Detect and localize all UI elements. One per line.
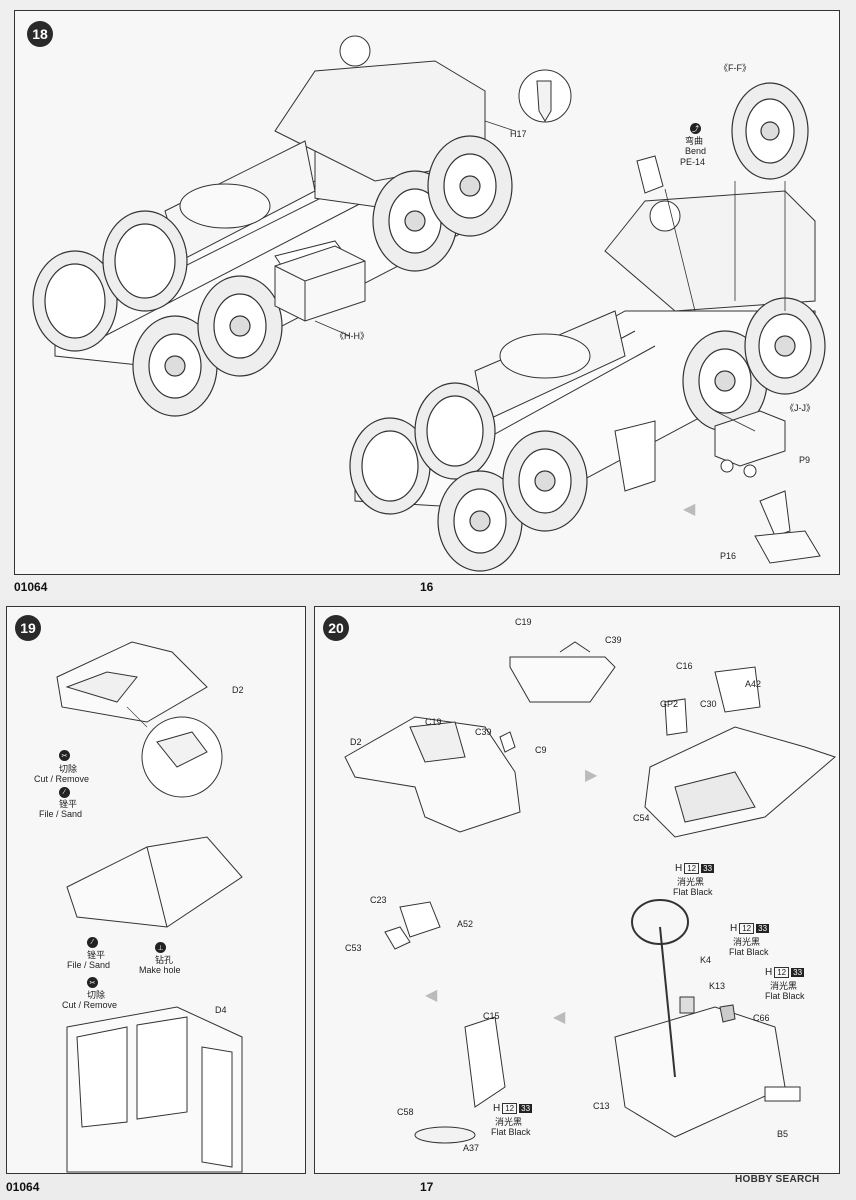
callout-d2-19: D2 (232, 685, 244, 695)
callout-gp2: GP2 (660, 699, 679, 709)
file-en-label: File / Sand (39, 809, 83, 819)
pe14-part (636, 155, 664, 194)
direction-arrow-icon: ◀ (683, 501, 696, 518)
page-number-17: 17 (420, 1180, 434, 1194)
callout-a42: A42 (745, 679, 762, 689)
hole-cn-label: 钻孔 (155, 955, 174, 965)
arrow-right-icon: ▶ (585, 767, 598, 784)
callout-k4: K4 (700, 955, 712, 965)
callout-c23: C23 (370, 895, 387, 905)
callout-p16: P16 (720, 551, 737, 561)
instruction-page-17: 19 D2 ✂ 切除 Cut / Remove ⁄ 锉平 File / Sand… (0, 600, 856, 1200)
step-18-illustration (32, 35, 826, 572)
leader-lines (664, 181, 786, 432)
callout-c54: C54 (633, 813, 650, 823)
callout-c19-top: C19 (515, 617, 532, 627)
watermark-text: HOBBY SEARCH (735, 1174, 820, 1185)
step-19-frame: 19 D2 ✂ 切除 Cut / Remove ⁄ 锉平 File / Sand… (6, 606, 306, 1174)
floor-d2-assembly (344, 716, 521, 833)
paint-2-cn: 消光黑 (733, 937, 761, 947)
cut-icon-2: ✂ (87, 977, 98, 988)
callout-d2-20: D2 (350, 737, 362, 747)
cut2-en-label: Cut / Remove (62, 1000, 118, 1010)
callout-c30: C30 (700, 699, 717, 709)
file-cn-label: 锉平 (59, 799, 78, 809)
callout-c39-mid: C39 (475, 727, 492, 737)
left-wheels (32, 135, 513, 417)
bend-icon: ⤴ (690, 123, 701, 134)
file2-cn-label: 锉平 (87, 950, 106, 960)
step-20-badge: 20 (323, 615, 349, 641)
paint-1-en: Flat Black (673, 887, 713, 897)
paint-4-cn: 消光黑 (495, 1117, 523, 1127)
callout-c58: C58 (397, 1107, 414, 1117)
callout-a52: A52 (457, 919, 474, 929)
hole-en-label: Make hole (139, 965, 181, 975)
kit-code: 01064 (14, 580, 48, 594)
hh-box-drawing (274, 245, 366, 322)
paint-4-en: Flat Black (491, 1127, 531, 1137)
step-number-badge: 18 (27, 21, 53, 47)
arrow-left-icon: ◀ (425, 987, 438, 1004)
cut-icon: ✂ (59, 750, 70, 761)
cut-en-label: Cut / Remove (34, 774, 90, 784)
page-number: 16 (420, 580, 434, 594)
callout-c15: C15 (483, 1011, 500, 1021)
callout-c39-top: C39 (605, 635, 622, 645)
right-wheels (349, 82, 826, 572)
kit-code-17: 01064 (6, 1180, 40, 1194)
cut2-cn-label: 切除 (87, 990, 106, 1000)
callout-b5: B5 (777, 1129, 789, 1139)
h17-inset (518, 69, 572, 123)
callout-bend-en: Bend (685, 146, 707, 156)
step-19-illustration (56, 641, 243, 1173)
arrow-left-icon-2: ◀ (553, 1009, 566, 1026)
callout-c16: C16 (676, 661, 693, 671)
parts-c23-a52 (384, 901, 441, 950)
callout-hh: 《H-H》 (335, 331, 369, 341)
callout-a37: A37 (463, 1143, 480, 1153)
cab-shell-d4 (66, 1006, 243, 1173)
floor-with-steering (614, 899, 801, 1138)
parts-c15-c58-a37 (414, 1016, 506, 1144)
file2-en-label: File / Sand (67, 960, 111, 970)
cab-floor-top (56, 641, 208, 723)
panel-c19-c39-top (509, 641, 616, 703)
paint-2-en: Flat Black (729, 947, 769, 957)
step-20-illustration (344, 641, 836, 1144)
callout-c19-mid: C19 (425, 717, 442, 727)
detail-inset-19 (141, 716, 223, 798)
callout-c53: C53 (345, 943, 362, 953)
instruction-page-16: 18 《F-F》 ⤴ 弯曲 Bend PE-14 H17 《H-H》 《J-J》… (14, 10, 840, 594)
file-icon-2: ⁄ (87, 937, 98, 948)
jj-box-drawing (714, 410, 786, 478)
p9-p16-parts (754, 490, 821, 564)
callout-c66: C66 (753, 1013, 770, 1023)
callout-c13: C13 (593, 1101, 610, 1111)
callout-d4: D4 (215, 1005, 227, 1015)
cab-floor-mid (66, 836, 243, 928)
paint-3-en: Flat Black (765, 991, 805, 1001)
callout-bend-cn: 弯曲 (685, 136, 704, 146)
callout-k13: K13 (709, 981, 726, 991)
callout-jj: 《J-J》 (785, 403, 815, 413)
cut-cn-label: 切除 (59, 764, 78, 774)
callout-ff: 《F-F》 (719, 63, 751, 73)
step-18-frame: 18 《F-F》 ⤴ 弯曲 Bend PE-14 H17 《H-H》 《J-J》… (14, 10, 840, 575)
step-19-badge: 19 (15, 615, 41, 641)
paint-1-cn: 消光黑 (677, 877, 705, 887)
paint-3-cn: 消光黑 (770, 981, 798, 991)
floor-assembly-right (644, 666, 836, 838)
callout-c9: C9 (535, 745, 547, 755)
drill-icon: ⊥ (155, 942, 166, 953)
file-icon: ⁄ (59, 787, 70, 798)
callout-p9: P9 (799, 455, 811, 465)
step-20-frame: 20 C19 C39 D2 C19 C39 C9 C16 A42 GP2 C30… (314, 606, 840, 1174)
callout-pe14: PE-14 (680, 157, 706, 167)
callout-h17: H17 (510, 129, 527, 139)
